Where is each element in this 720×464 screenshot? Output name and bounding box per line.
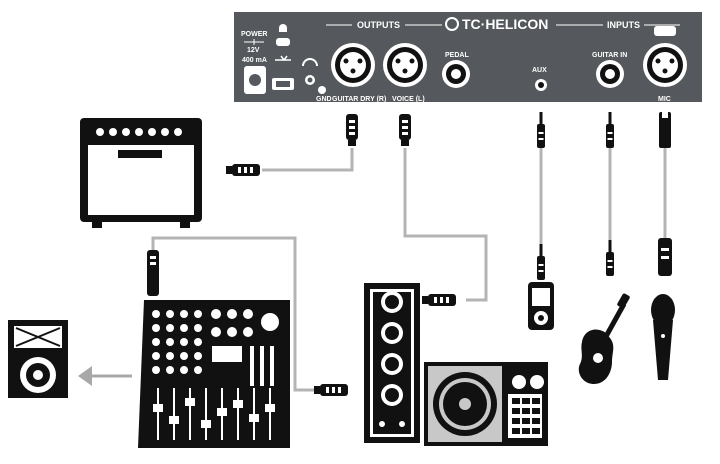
microphone (651, 294, 675, 380)
pa-speaker (8, 320, 68, 398)
guitar-dry-output-jack[interactable] (331, 43, 375, 87)
mic-latch[interactable] (654, 26, 676, 36)
monitor-input-panel (364, 283, 420, 443)
xlr-plug-mic (659, 112, 671, 148)
usb-icon (275, 55, 291, 62)
jack-plug-guitar (606, 112, 614, 148)
guitar-in-label: GUITAR IN (592, 52, 627, 59)
tc-helicon-device: OUTPUTS TC·HELICON INPUTS POWER 12V 400 … (234, 12, 702, 103)
lock-icon (279, 24, 287, 32)
jack-plug-aux (537, 112, 545, 148)
pedal-jack[interactable] (442, 60, 470, 88)
cable-voice-to-monitor (403, 148, 488, 302)
voice-output-jack[interactable] (383, 43, 427, 87)
power-current: 400 mA (242, 57, 267, 64)
xlr-plug-amp (226, 164, 260, 176)
jack-plug-guitar-lower (606, 240, 614, 276)
brand-name: TC·HELICON (462, 16, 548, 32)
xlr-plug-voice (399, 114, 411, 146)
xlr-plug-monitor (422, 294, 456, 306)
brand-mark-icon (445, 17, 459, 31)
guitar-amp (80, 118, 202, 228)
mixer (138, 300, 290, 448)
headphones-icon (302, 58, 318, 67)
media-player (528, 282, 554, 330)
mic-input-jack[interactable] (643, 43, 687, 87)
guitar-in-jack[interactable] (596, 60, 624, 88)
cable-monitor-to-mixer (151, 236, 320, 392)
inputs-header: INPUTS (607, 20, 640, 30)
guitar-dry-label: GUITAR DRY (R) (332, 96, 386, 103)
brand-logo: TC·HELICON (445, 16, 548, 32)
polarity-icon (244, 39, 264, 45)
power-label: POWER (241, 31, 267, 38)
xlr-plug-guitar-dry (346, 114, 358, 146)
lock-slot-icon (276, 38, 290, 46)
acoustic-guitar (578, 293, 630, 384)
outputs-header: OUTPUTS (357, 20, 400, 30)
cable-guitar-dry-to-amp (262, 148, 354, 172)
pedal-label: PEDAL (445, 52, 469, 59)
ground-post[interactable] (318, 86, 326, 94)
aux-label: AUX (532, 67, 547, 74)
gnd-label: GND (316, 96, 332, 103)
xlr-plug-mixer-top (147, 250, 159, 296)
xlr-plug-mixer (314, 384, 348, 396)
aux-jack[interactable] (535, 79, 547, 91)
power-voltage: 12V (247, 47, 260, 54)
floor-monitor (424, 362, 548, 446)
speaker-arrow-icon (78, 366, 132, 386)
voice-label: VOICE (L) (392, 96, 425, 103)
xlr-plug-mic-lower (658, 238, 672, 276)
cables (151, 148, 667, 392)
jack-plug-aux-lower (537, 244, 545, 280)
mic-label: MIC (658, 96, 671, 103)
device-panel (234, 12, 702, 102)
